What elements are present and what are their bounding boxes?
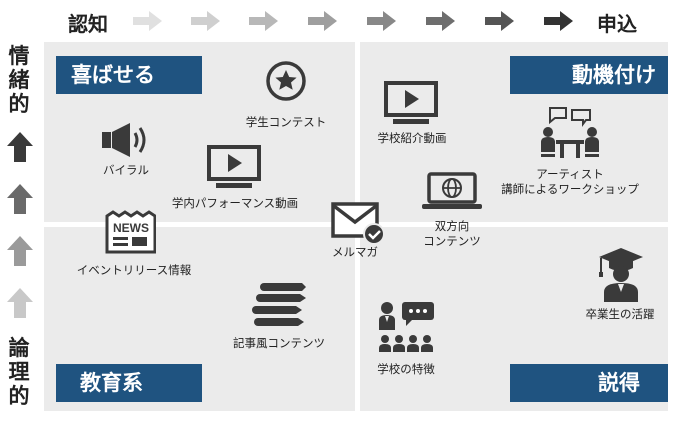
- megaphone-icon: [102, 123, 146, 157]
- quadrant-title-bottom-left: 教育系: [56, 364, 202, 402]
- item-label-event-release: イベントリリース情報: [76, 263, 192, 277]
- axis-bottom-vertical-label: 論 理 的: [8, 336, 30, 408]
- laptop-globe-icon: [422, 172, 482, 209]
- arrow-right-icon: [308, 11, 337, 31]
- item-label-contest: 学生コンテスト: [245, 115, 327, 129]
- arrow-right-icon: [249, 11, 278, 31]
- quadrant-title-top-right: 動機付け: [510, 56, 668, 94]
- item-label-bidirectional-line1: 双方向: [434, 219, 470, 233]
- arrow-up-icon: [7, 236, 33, 266]
- arrow-right-icon: [367, 11, 396, 31]
- arrow-up-icon: [7, 288, 33, 318]
- video-screen-icon: [384, 81, 438, 124]
- quadrant-title-bottom-right: 説得: [510, 364, 668, 402]
- axis-top-vertical-label: 情 緒 的: [8, 44, 30, 116]
- item-label-alumni: 卒業生の活躍: [585, 307, 655, 321]
- quadrant-title-top-left: 喜ばせる: [56, 56, 202, 94]
- arrow-right-icon: [426, 11, 455, 31]
- horizontal-progress-arrows: [133, 11, 573, 31]
- arrow-right-icon: [485, 11, 514, 31]
- video-screen-icon: [207, 145, 261, 188]
- item-label-school-video: 学校紹介動画: [377, 131, 447, 145]
- axis-start-label: 認知: [68, 12, 108, 36]
- arrow-up-icon: [7, 184, 33, 214]
- item-label-viral: バイラル: [103, 163, 149, 177]
- item-label-school-features: 学校の特徴: [377, 362, 435, 376]
- item-label-workshop-line2: 講師によるワークショップ: [501, 182, 639, 196]
- item-label-performance-video: 学内パフォーマンス動画: [171, 196, 299, 210]
- newspaper-icon: NEWS: [105, 210, 156, 254]
- presentation-audience-icon: [379, 302, 434, 352]
- arrow-right-icon: [191, 11, 220, 31]
- vertical-progress-arrows: [7, 132, 33, 318]
- star-badge-icon: [266, 61, 306, 101]
- meeting-icon: [541, 107, 599, 158]
- item-label-workshop-line1: アーティスト: [536, 167, 604, 181]
- graduate-icon: [599, 248, 643, 302]
- svg-text:NEWS: NEWS: [113, 221, 149, 235]
- books-stack-icon: [252, 283, 306, 326]
- item-label-bidirectional-line2: コンテンツ: [423, 234, 481, 248]
- mail-check-icon: [331, 202, 385, 245]
- arrow-right-icon: [133, 11, 162, 31]
- item-label-article-content: 記事風コンテンツ: [233, 336, 325, 350]
- axis-end-label: 申込: [597, 12, 637, 36]
- arrow-right-icon: [544, 11, 573, 31]
- arrow-up-icon: [7, 132, 33, 162]
- item-label-mailmag: メルマガ: [332, 245, 378, 259]
